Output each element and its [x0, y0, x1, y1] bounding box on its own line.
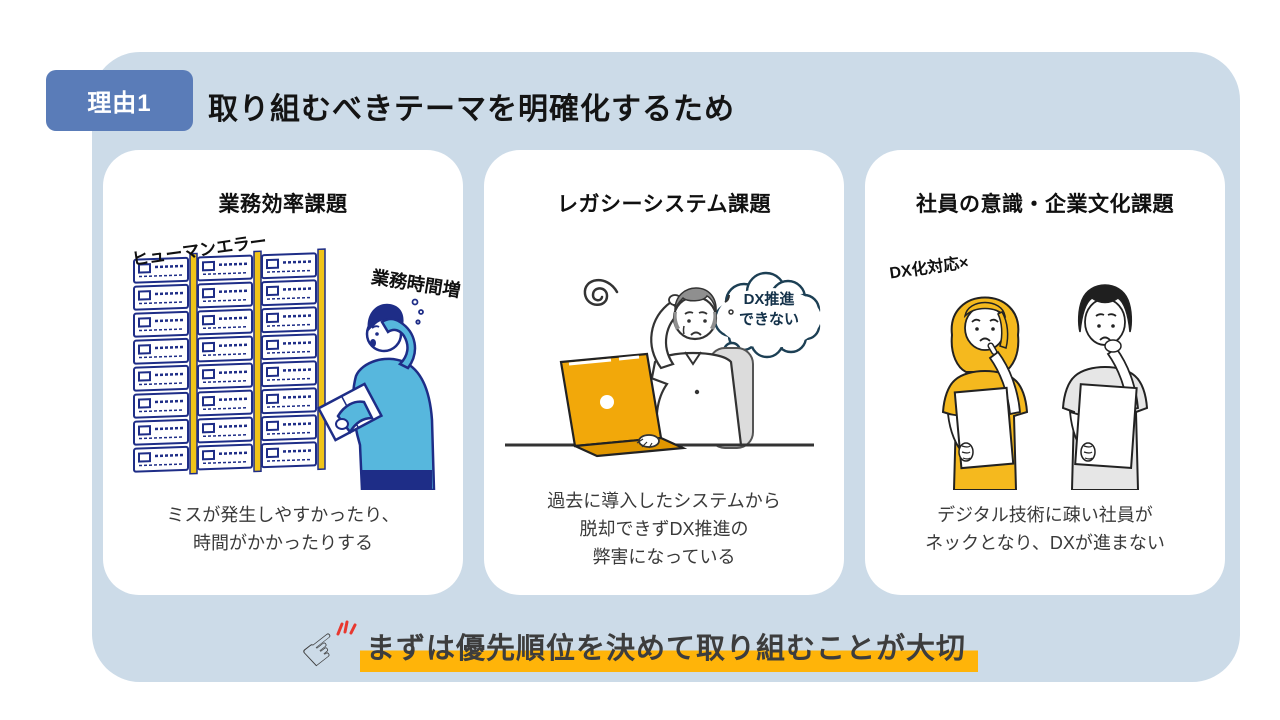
card-business-efficiency: 業務効率課題 ヒューマンエラー 業務時間増 [103, 150, 463, 595]
card-illustration-area: DX化対応× [865, 240, 1225, 490]
filing-cabinets-illustration [118, 248, 436, 490]
frustration-swirl [583, 279, 619, 306]
puzzled-man-figure [1061, 284, 1149, 490]
card-caption: ミスが発生しやすかったり、 時間がかかったりする [103, 502, 463, 558]
man-hand [1080, 442, 1096, 462]
caption-line: ネックとなり、DXが進まない [925, 532, 1165, 553]
bubble-line: できない [738, 310, 799, 328]
card-title: 社員の意識・企業文化課題 [916, 193, 1174, 216]
two-puzzled-employees-illustration [941, 284, 1149, 490]
caption-line: 弊害になっている [592, 546, 736, 567]
footer-message-row: ☞ まずは優先順位を決めて取り組むことが大切 [0, 617, 1280, 682]
card-legacy-system: レガシーシステム課題 DX推進 できない [484, 150, 844, 595]
page-title: 取り組むべきテーマを明確化するため [208, 93, 735, 126]
card-employee-culture: 社員の意識・企業文化課題 DX化対応× [865, 150, 1225, 595]
thought-bubble-text: DX推進 できない [699, 290, 839, 329]
card-title: レガシーシステム課題 [557, 193, 771, 216]
bubble-line: DX推進 [743, 291, 795, 308]
footer-message: まずは優先順位を決めて取り組むことが大切 [359, 624, 978, 672]
card-caption: 過去に導入したシステムから 脱却できずDX推進の 弊害になっている [484, 488, 844, 572]
pointing-hand-icon: ☞ [290, 617, 358, 682]
caption-line: 時間がかかったりする [193, 532, 373, 553]
caption-line: 過去に導入したシステムから [547, 491, 781, 511]
yellow-laptop [559, 352, 688, 458]
issue-cards-row: 業務効率課題 ヒューマンエラー 業務時間増 [103, 150, 1225, 595]
caption-line: ミスが発生しやすかったり、 [166, 505, 400, 525]
card-illustration-area: ヒューマンエラー 業務時間増 [103, 232, 463, 490]
card-title: 業務効率課題 [218, 193, 348, 216]
card-caption: デジタル技術に疎い社員が ネックとなり、DXが進まない [865, 502, 1225, 558]
overwhelmed-worker-figure [316, 298, 436, 490]
woman-hand [958, 442, 974, 462]
stressed-man-at-laptop-illustration [505, 271, 821, 458]
stressed-man-figure [637, 287, 743, 447]
cabinet-wall [134, 248, 326, 475]
typing-hand [636, 434, 660, 449]
reason-badge-label: 理由1 [87, 90, 152, 117]
caption-line: デジタル技術に疎い社員が [937, 505, 1153, 525]
caption-line: 脱却できずDX推進の [579, 518, 749, 539]
reason-badge: 理由1 [46, 70, 193, 131]
card-illustration-area: DX推進 できない [484, 240, 844, 490]
puzzled-woman-figure [941, 296, 1029, 490]
emphasis-sparks-icon [336, 620, 357, 636]
